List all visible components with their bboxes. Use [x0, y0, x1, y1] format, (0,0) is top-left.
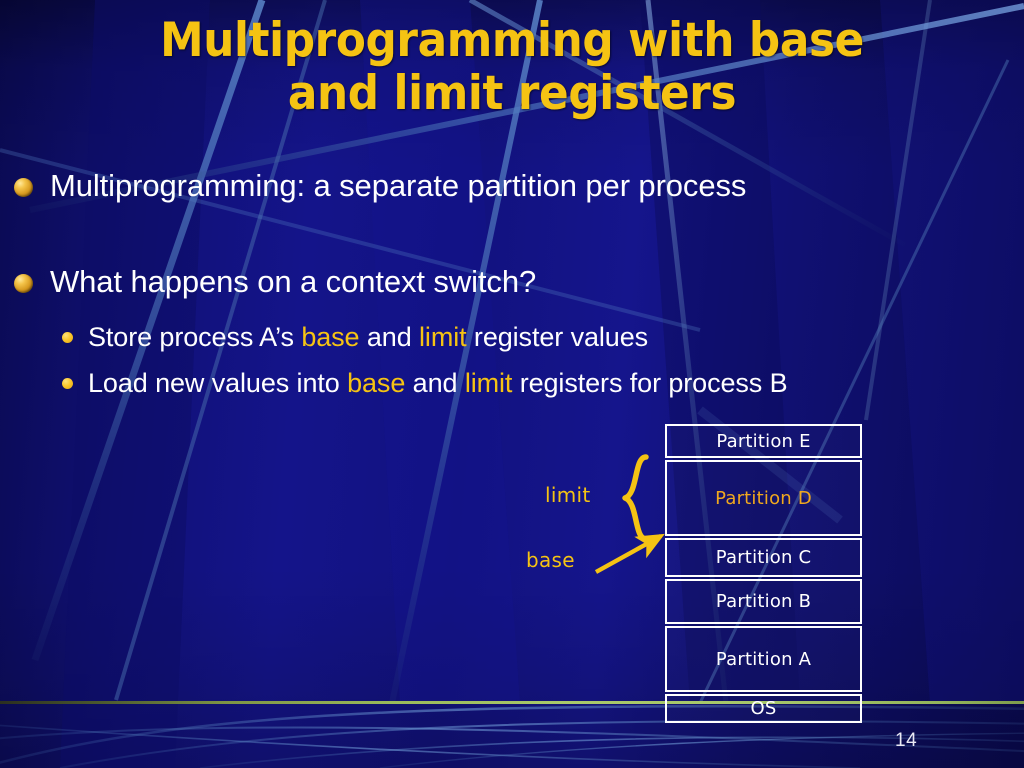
text-run: register values	[466, 322, 649, 352]
text-run: registers for process B	[512, 368, 788, 398]
text-run: and	[359, 322, 420, 352]
base-arrow-icon	[594, 533, 665, 574]
partition-label: Partition A	[715, 648, 812, 670]
highlighted-term: limit	[419, 322, 467, 352]
partition-label: OS	[750, 698, 777, 719]
dot-bullet-icon	[62, 378, 73, 389]
bullet-item-1: Multiprogramming: a separate partition p…	[14, 168, 746, 204]
memory-partition-diagram: Partition E Partition D Partition C Partiti…	[665, 424, 862, 725]
sub-bullet-item-2: Load new values into base and limit regi…	[62, 368, 1002, 399]
partition-row: Partition D	[665, 460, 862, 536]
partition-label: Partition D	[715, 487, 812, 509]
partition-label: Partition B	[715, 591, 812, 612]
bullet-item-2-label: What happens on a context switch?	[50, 264, 537, 299]
sub-bullet-item-1: Store process A’s base and limit registe…	[62, 322, 1002, 353]
limit-label: limit	[545, 483, 591, 507]
partition-row: Partition C	[665, 538, 862, 577]
highlighted-term: base	[301, 322, 360, 352]
limit-brace-icon	[622, 454, 649, 542]
footer-rule	[0, 701, 1024, 704]
partition-row: OS	[665, 694, 862, 723]
partition-label: Partition C	[715, 547, 812, 568]
partition-row: Partition B	[665, 579, 862, 624]
page-title-line-2: and limit registers	[287, 66, 737, 121]
highlighted-term: limit	[464, 368, 513, 398]
page-title: Multiprogramming with base and limit reg…	[36, 14, 988, 120]
sphere-bullet-icon	[14, 274, 33, 293]
partition-label: Partition E	[716, 430, 811, 452]
slide-page-number: 14	[895, 730, 918, 751]
sphere-bullet-icon	[14, 178, 33, 197]
highlighted-term: base	[347, 368, 406, 398]
page-title-line-1: Multiprogramming with base	[160, 13, 864, 68]
text-run: Store process A’s	[88, 322, 302, 352]
base-label: base	[526, 548, 575, 572]
bullet-item-2: What happens on a context switch?	[14, 264, 536, 300]
text-run: Load new values into	[88, 368, 348, 398]
bullet-item-1-label: Multiprogramming: a separate partition p…	[50, 168, 747, 203]
text-run: and	[405, 368, 465, 398]
sub-bullet-item-2-label: Load new values into base and limit regi…	[88, 368, 788, 399]
sub-bullet-item-1-label: Store process A’s base and limit registe…	[88, 322, 648, 353]
partition-row: Partition A	[665, 626, 862, 692]
partition-row: Partition E	[665, 424, 862, 458]
dot-bullet-icon	[62, 332, 73, 343]
